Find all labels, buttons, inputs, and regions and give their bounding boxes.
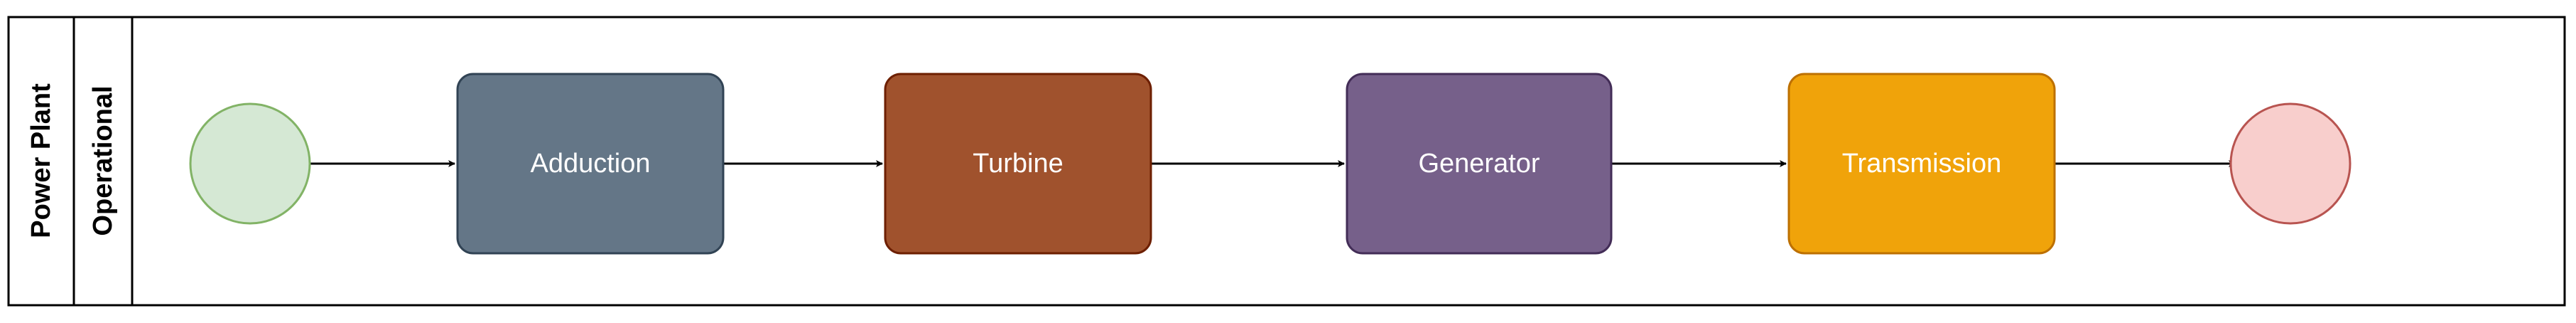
step-box [1787,73,2056,255]
step-box [1346,73,1613,255]
step-turbine[interactable]: Turbine [884,73,1152,255]
start-event[interactable] [189,102,311,225]
step-label: Transmission [1842,149,2002,179]
end-event[interactable] [2229,102,2352,225]
pool-title: Power Plant [26,83,56,238]
pool-border [7,16,2566,307]
step-box [884,73,1152,255]
step-transmission[interactable]: Transmission [1787,73,2056,255]
step-box [456,73,725,255]
lane-title: Operational [88,85,118,235]
step-label: Turbine [973,149,1063,179]
step-generator[interactable]: Generator [1346,73,1613,255]
pool[interactable]: Power Plant Operational [7,16,2566,307]
step-label: Generator [1418,149,1539,179]
step-adduction[interactable]: Adduction [456,73,725,255]
step-label: Adduction [530,149,650,179]
